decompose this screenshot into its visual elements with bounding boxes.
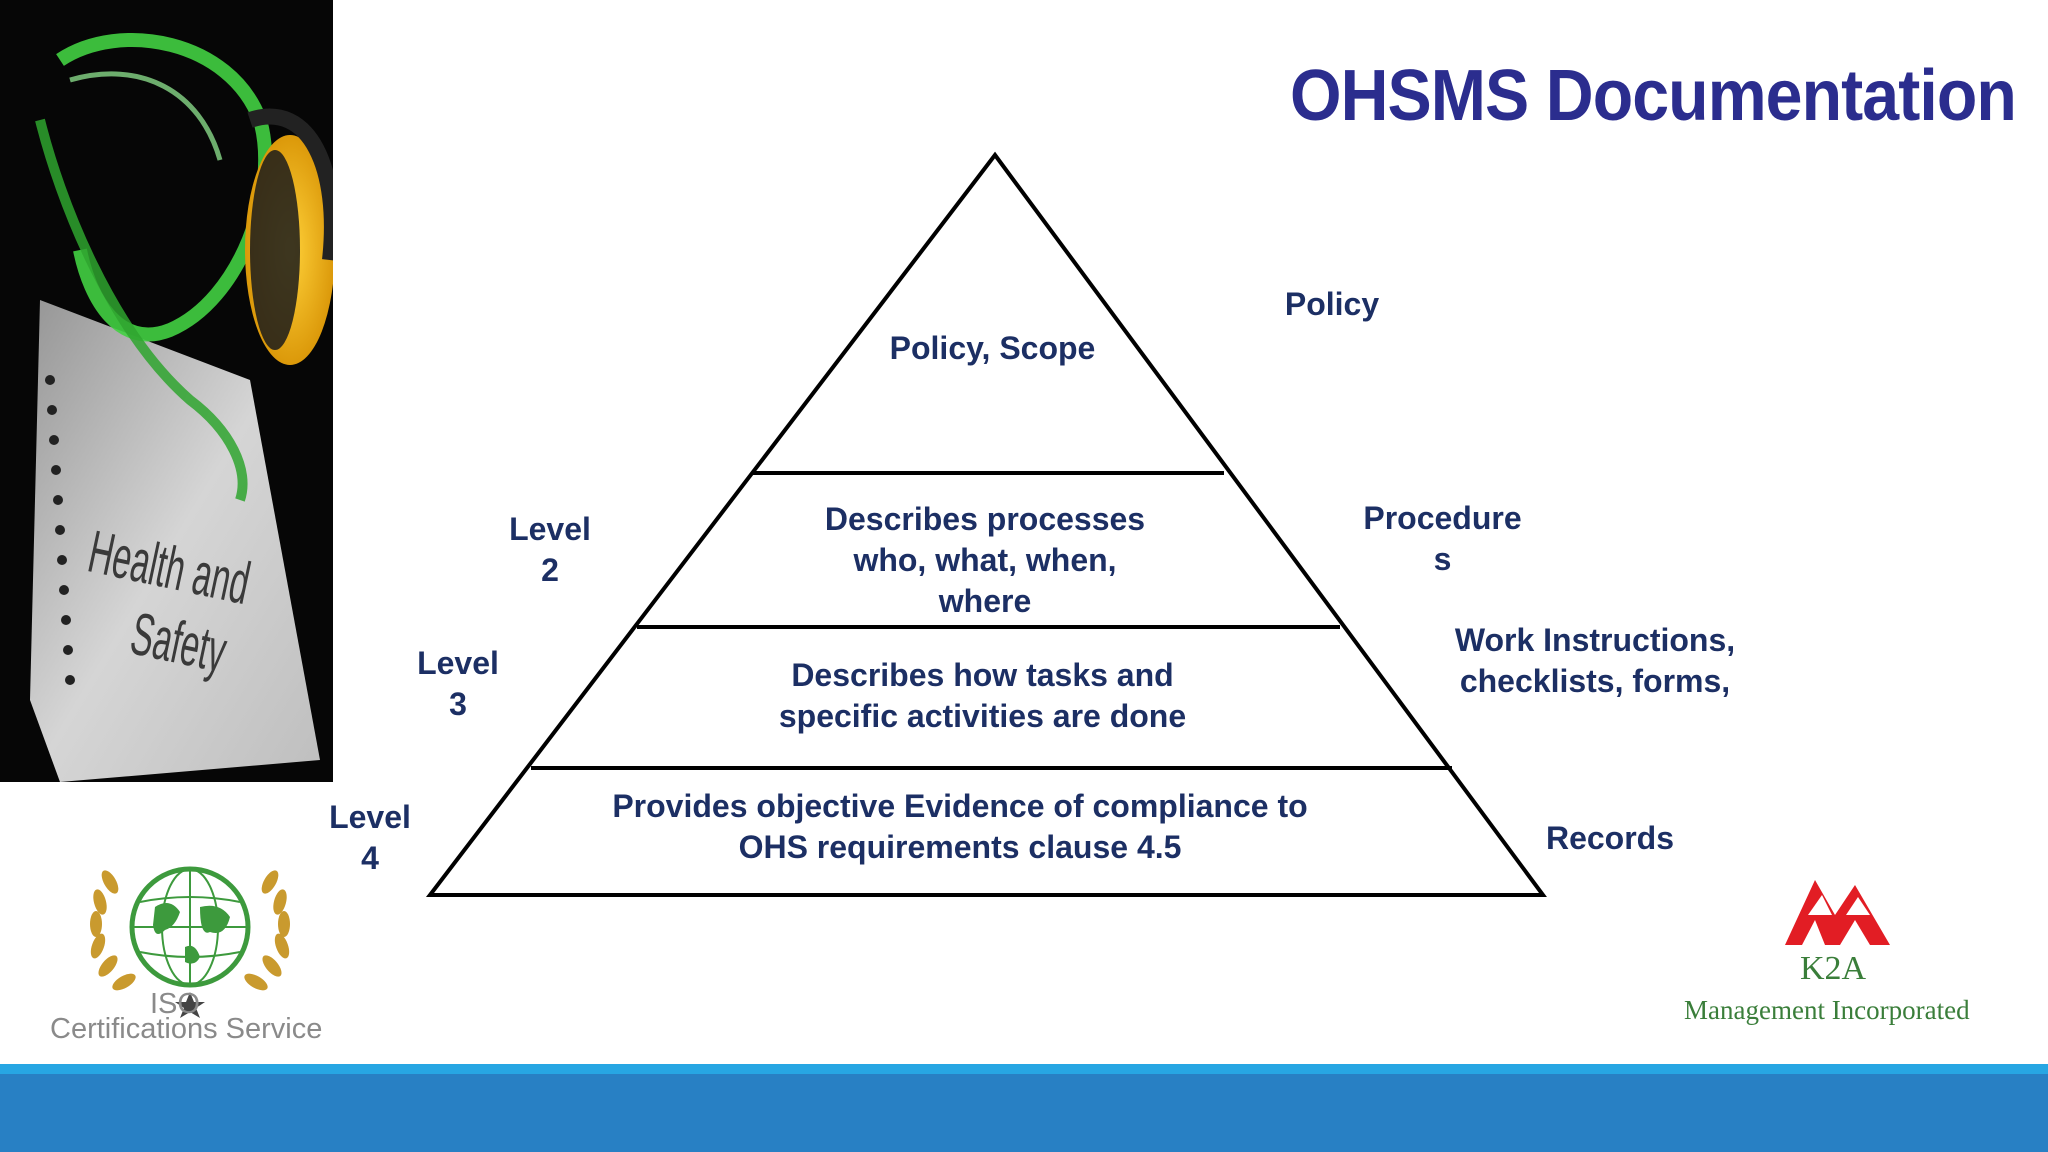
iso-logo-line-2: Certifications Service	[50, 1013, 323, 1045]
records-label-line-1: Records	[1545, 820, 1675, 856]
level-4-label: Level 4	[310, 797, 430, 879]
procedures-label: Procedure s	[1345, 498, 1540, 580]
work-instructions-label: Work Instructions, checklists, forms,	[1440, 620, 1750, 702]
tier-1-text: Policy, Scope	[800, 328, 1185, 369]
procedures-label-line-2: s	[1433, 541, 1452, 577]
pyramid-outline	[425, 151, 1547, 897]
tier-4-line-2: OHS requirements clause 4.5	[738, 829, 1182, 865]
work-instructions-label-line-2: checklists, forms,	[1459, 663, 1731, 699]
tier-3-text: Describes how tasks and specific activit…	[700, 655, 1265, 737]
policy-label: Policy	[1262, 284, 1402, 325]
level-4-label-line-2: 4	[361, 840, 379, 876]
tier-2-line-3: where	[938, 583, 1032, 619]
level-2-label: Level 2	[490, 509, 610, 591]
iso-logo-line-1: ISO	[150, 988, 200, 1020]
slide-title: OHSMS Documentation	[1290, 56, 2017, 136]
tier-2-line-1: Describes processes	[824, 501, 1146, 537]
tier-1-line-1: Policy, Scope	[889, 330, 1096, 366]
k2a-mountain-logo	[1785, 880, 1890, 945]
tier-4-line-1: Provides objective Evidence of complianc…	[612, 788, 1308, 824]
tier-2-text: Describes processes who, what, when, whe…	[760, 499, 1210, 622]
iso-logo	[90, 866, 290, 1018]
level-3-label-line-2: 3	[449, 686, 467, 722]
tier-4-text: Provides objective Evidence of complianc…	[560, 786, 1360, 868]
star-icon	[175, 992, 205, 1018]
level-3-label-line-1: Level	[417, 645, 499, 681]
safety-gear-illustration: Health and Safety	[0, 0, 333, 782]
k2a-logo-subtitle: Management Incorporated	[1684, 995, 1970, 1025]
k2a-logo-name: K2A	[1800, 950, 1867, 987]
procedures-label-line-1: Procedure	[1363, 500, 1522, 536]
records-label: Records	[1530, 818, 1690, 859]
tier-3-line-1: Describes how tasks and	[791, 657, 1174, 693]
tier-2-line-2: who, what, when,	[853, 542, 1117, 578]
footer-bar	[0, 1074, 2048, 1152]
tier-3-line-2: specific activities are done	[778, 698, 1187, 734]
health-safety-photo: Health and Safety	[0, 0, 333, 782]
level-2-label-line-2: 2	[541, 552, 559, 588]
work-instructions-label-line-1: Work Instructions,	[1454, 622, 1736, 658]
footer-accent-line	[0, 1064, 2048, 1074]
level-3-label: Level 3	[398, 643, 518, 725]
level-2-label-line-1: Level	[509, 511, 591, 547]
policy-label-line-1: Policy	[1284, 286, 1380, 322]
laurel-wreath-icon	[90, 870, 290, 991]
level-4-label-line-1: Level	[329, 799, 411, 835]
